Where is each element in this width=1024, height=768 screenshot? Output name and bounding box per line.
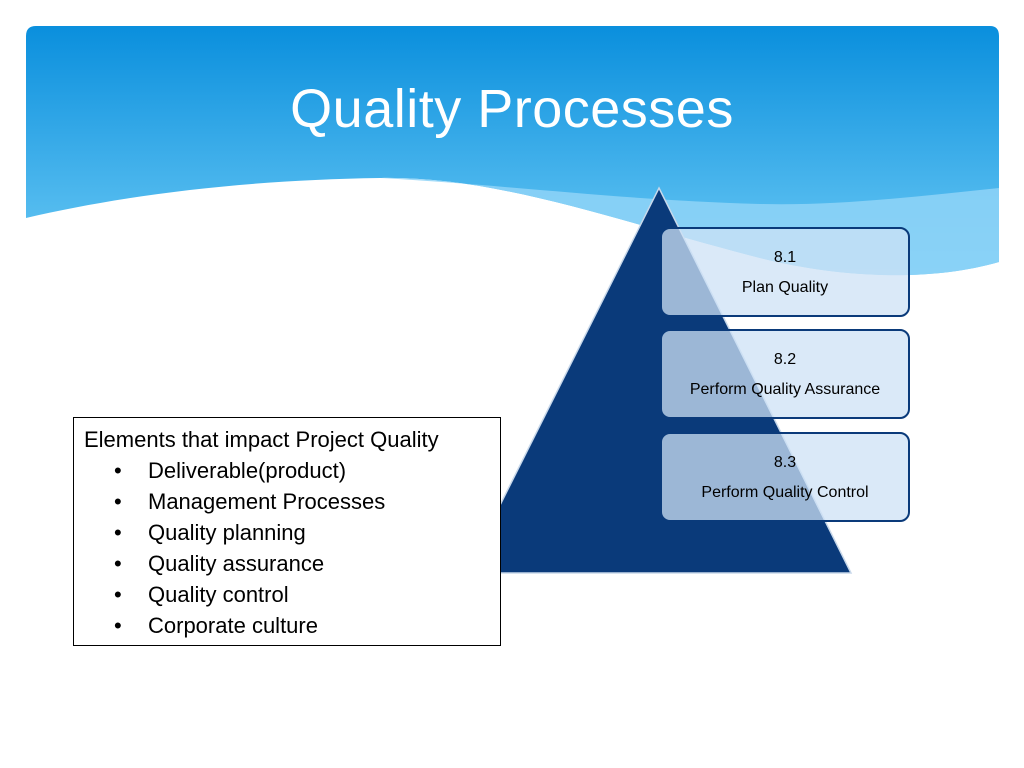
process-number: 8.1 <box>773 249 797 266</box>
list-item: • Quality planning <box>84 517 500 548</box>
bullet-icon: • <box>114 489 122 514</box>
elements-box: Elements that impact Project Quality • De… <box>73 417 501 646</box>
process-number: 8.2 <box>773 351 797 368</box>
list-item-text: Corporate culture <box>148 613 318 638</box>
process-box-perform-quality-control: 8.3 Perform Quality Control <box>660 432 910 522</box>
bullet-icon: • <box>114 613 122 638</box>
list-item: • Quality control <box>84 579 500 610</box>
list-item-text: Quality planning <box>148 520 306 545</box>
process-name: Perform Quality Control <box>701 484 869 501</box>
list-item-text: Management Processes <box>148 489 386 514</box>
list-item-text: Quality assurance <box>148 551 325 576</box>
list-item: • Corporate culture <box>84 610 500 641</box>
elements-list: • Deliverable(product) • Management Proces… <box>84 455 500 641</box>
process-box-plan-quality: 8.1 Plan Quality <box>660 227 910 317</box>
bullet-icon: • <box>114 458 122 483</box>
list-item: • Quality assurance <box>84 548 500 579</box>
slide-title: Quality Processes <box>290 79 734 139</box>
process-number: 8.3 <box>773 454 797 471</box>
bullet-icon: • <box>114 582 122 607</box>
process-name: Plan Quality <box>741 279 829 296</box>
elements-heading: Elements that impact Project Quality <box>84 427 439 452</box>
bullet-icon: • <box>114 551 122 576</box>
list-item: • Deliverable(product) <box>84 455 500 486</box>
list-item-text: Quality control <box>148 582 289 607</box>
process-name: Perform Quality Assurance <box>689 381 881 398</box>
process-box-perform-quality-assurance: 8.2 Perform Quality Assurance <box>660 329 910 419</box>
list-item-text: Deliverable(product) <box>148 458 347 483</box>
bullet-icon: • <box>114 520 122 545</box>
list-item: • Management Processes <box>84 486 500 517</box>
